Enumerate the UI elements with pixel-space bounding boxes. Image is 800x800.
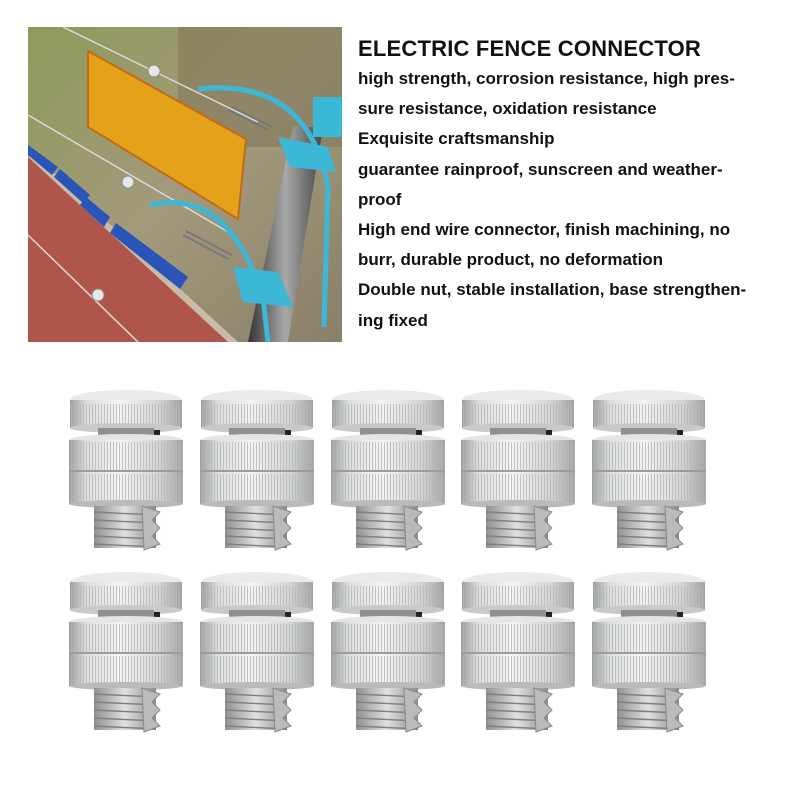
product-title: ELECTRIC FENCE CONNECTOR [358, 36, 701, 61]
feature-line: High end wire connector, finish machinin… [358, 220, 731, 240]
connector-item [330, 388, 450, 553]
connector-item [68, 570, 188, 735]
connector-item [591, 570, 711, 735]
application-photo [28, 27, 342, 342]
feature-line: sure resistance, oxidation resistance [358, 99, 657, 119]
connector-row-2 [62, 566, 722, 748]
feature-line: Exquisite craftsmanship [358, 129, 555, 149]
fence-scene-illustration [28, 27, 342, 342]
connector-grid [62, 384, 722, 748]
connector-item [460, 388, 580, 553]
connector-item [199, 570, 319, 735]
feature-line: guarantee rainproof, sunscreen and weath… [358, 159, 723, 179]
product-description: ELECTRIC FENCE CONNECTOR high strength, … [358, 34, 798, 336]
connector-item [591, 388, 711, 553]
connector-item [330, 570, 450, 735]
feature-line: Double nut, stable installation, base st… [358, 280, 747, 300]
connector-item [68, 388, 188, 553]
feature-line: high strength, corrosion resistance, hig… [358, 69, 735, 88]
connector-row-1 [62, 384, 722, 566]
feature-line: proof [358, 189, 402, 209]
feature-line: ing fixed [358, 310, 428, 330]
connector-item [460, 570, 580, 735]
feature-line: burr, durable product, no deformation [358, 250, 664, 270]
connector-item [199, 388, 319, 553]
